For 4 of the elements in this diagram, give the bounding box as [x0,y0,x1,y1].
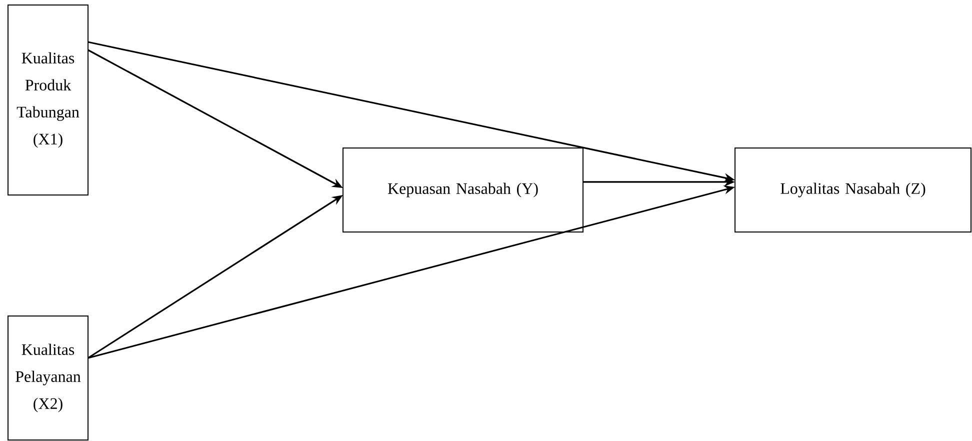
variable-box: Loyalitas Nasabah (Z) [734,148,972,232]
variable-box: Kualitas Pelayanan (X2) [8,316,88,440]
variable-box: Kualitas Produk Tabungan (X1) [8,4,88,196]
variable-box: Kepuasan Nasabah (Y) [342,148,584,232]
